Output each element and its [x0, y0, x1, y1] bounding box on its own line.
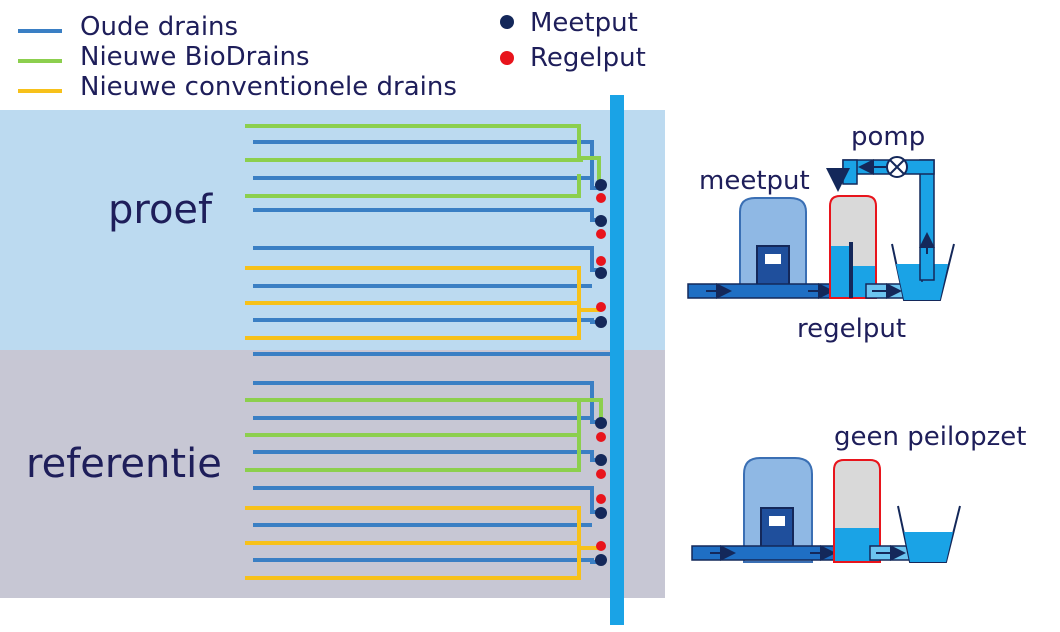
schematic-proef [687, 156, 955, 301]
biodrain [245, 174, 581, 198]
legend-biodrains-swatch [18, 59, 62, 63]
meetput-dot [595, 316, 607, 328]
regelput-dot [596, 229, 606, 239]
meetput-dot [595, 554, 607, 566]
schematic-referentie [691, 457, 961, 563]
ditch-water [904, 532, 953, 562]
conventional-drain [245, 308, 601, 340]
old-drain [253, 318, 601, 324]
biodrain [245, 398, 603, 472]
regelput-dot [596, 432, 606, 442]
legend-meetput-label: Meetput [530, 8, 638, 38]
meetput-display [765, 254, 781, 264]
regelput-dot [596, 541, 606, 551]
legend-conventional-label: Nieuwe conventionele drains [80, 72, 457, 102]
main-collector-pipe [610, 95, 624, 625]
legend-regelput-label: Regelput [530, 43, 646, 73]
meetput-dot [595, 507, 607, 519]
legend-old-drains-swatch [18, 29, 62, 33]
meetput-dot [595, 179, 607, 191]
conventional-drain [245, 546, 601, 580]
regelput-dot [596, 302, 606, 312]
proef-zone-band [0, 110, 665, 350]
old-drain [253, 558, 601, 564]
legend-biodrains-label: Nieuwe BioDrains [80, 42, 310, 72]
legend-conventional-swatch [18, 89, 62, 93]
pump-drop [842, 159, 858, 185]
meetput-display [769, 516, 785, 526]
meetput-dot [595, 417, 607, 429]
legend-meetput-dot [500, 15, 514, 29]
meetput-box [760, 507, 794, 553]
legend-regelput-dot [500, 51, 514, 65]
proef-label: proef [108, 187, 213, 233]
legend-old-drains-label: Oude drains [80, 12, 239, 42]
meetput-box [756, 245, 790, 291]
meetput-schematic-label: meetput [699, 166, 810, 196]
geen-peilopzet-label: geen peilopzet [834, 422, 1027, 452]
regelput-water-left [831, 246, 851, 297]
regelput-schematic-label: regelput [797, 314, 907, 344]
meetput-dot [595, 454, 607, 466]
referentie-label: referentie [26, 441, 222, 487]
regelput-weir [849, 242, 853, 298]
regelput-dot [596, 193, 606, 203]
meetput-dot [595, 267, 607, 279]
pomp-label: pomp [851, 122, 926, 152]
meetput-dot [595, 215, 607, 227]
referentie-zone-band [0, 350, 665, 598]
regelput-dot [596, 256, 606, 266]
pump-riser [919, 159, 935, 281]
regelput-dot [596, 494, 606, 504]
regelput-dot [596, 469, 606, 479]
put-markers [595, 179, 607, 566]
